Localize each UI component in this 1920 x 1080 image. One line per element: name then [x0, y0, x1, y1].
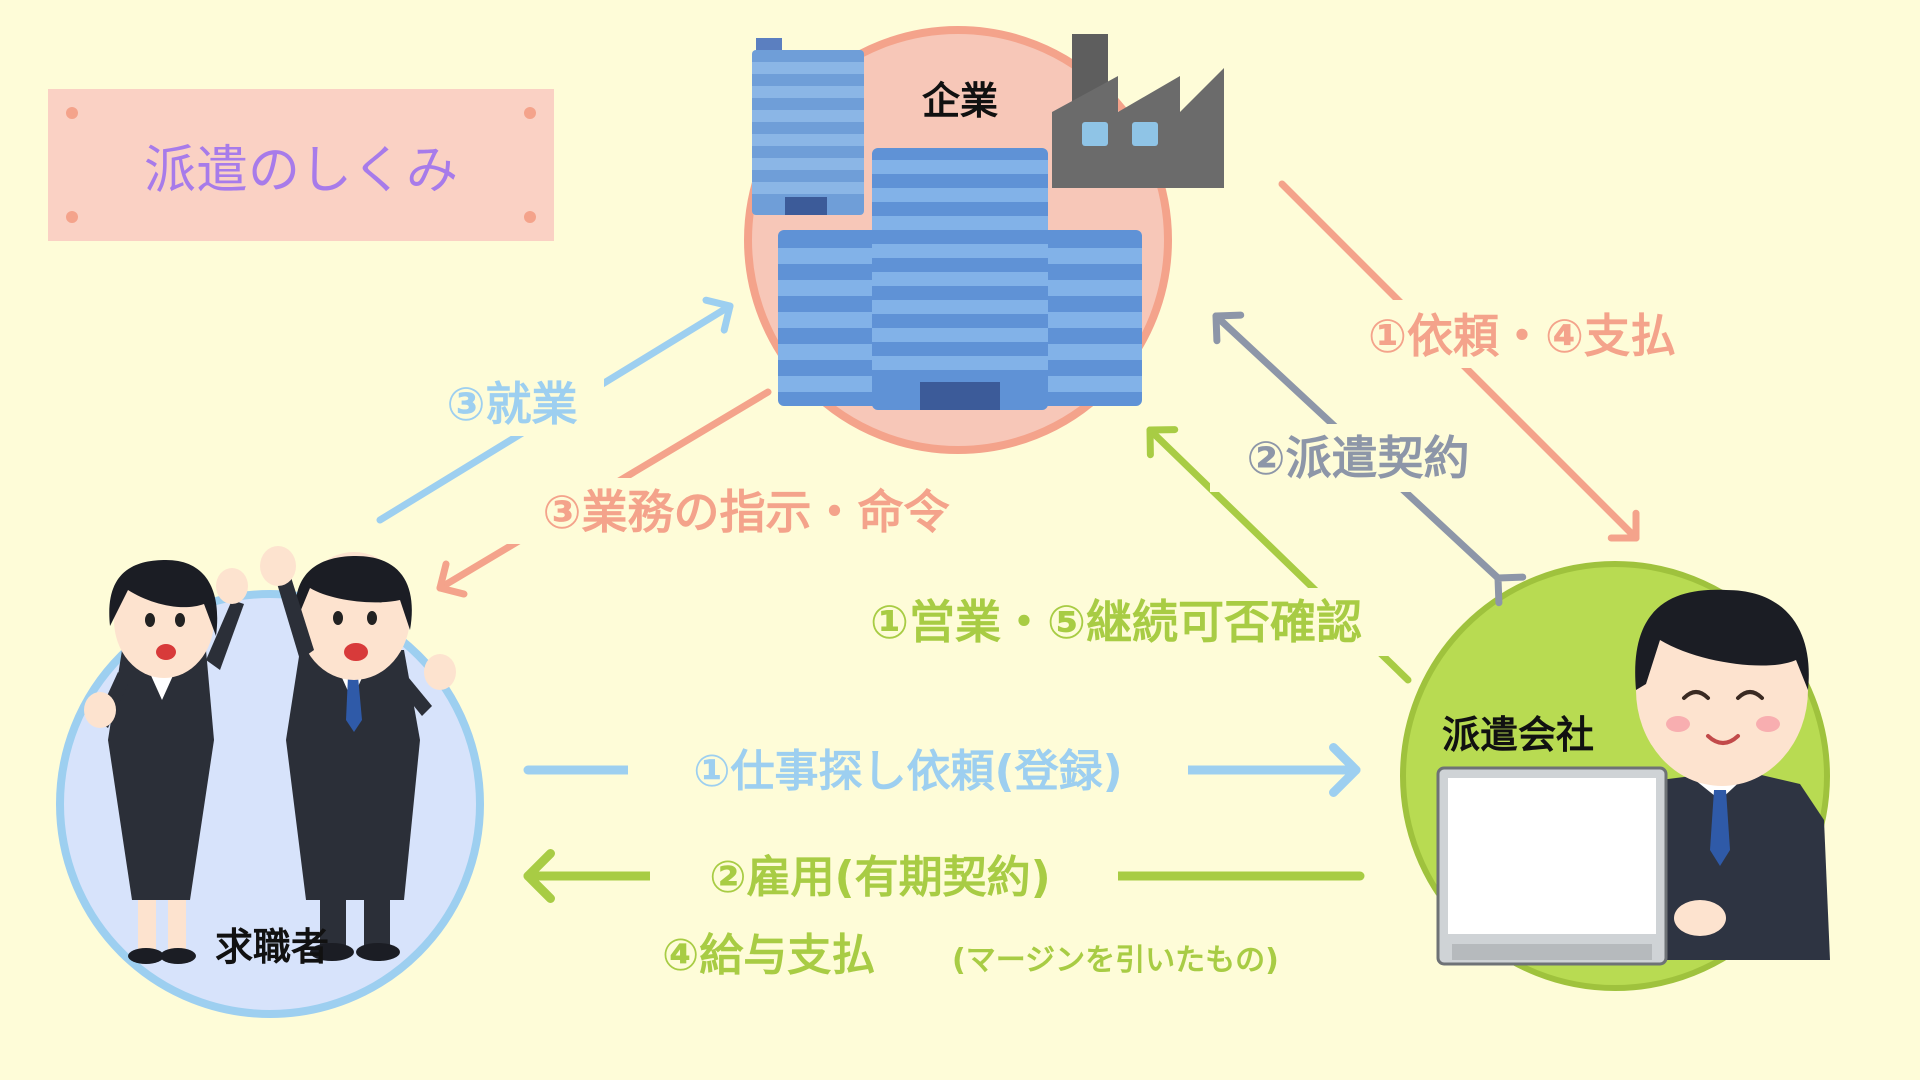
salary-note: (マージンを引いたもの): [952, 943, 1279, 978]
dispatch-contract-label: ②派遣契約: [1247, 431, 1470, 485]
hire-label: ②雇用(有期契約): [709, 852, 1050, 903]
request-payment-label: ①依頼・④支払: [1368, 309, 1676, 363]
company-building-icon: [778, 148, 1142, 410]
instructions-label: ③業務の指示・命令: [543, 485, 951, 539]
dispatch-agency-node: 派遣会社: [1400, 561, 1830, 991]
agency-staff-icon: [1635, 589, 1830, 960]
diagram-title: 派遣のしくみ: [143, 140, 459, 201]
salary-label: ④給与支払: [662, 930, 875, 981]
corner-dot: [66, 107, 78, 119]
company-label: 企業: [922, 79, 998, 123]
sales-check-label: ①営業・⑤継続可否確認: [870, 595, 1362, 649]
job-search-request-label: ①仕事探し依頼(登録): [693, 746, 1122, 797]
title-card: 派遣のしくみ: [48, 89, 554, 241]
job-seeker-woman-icon: [84, 560, 248, 964]
corner-dot: [524, 211, 536, 223]
job-seeker-man-icon: [260, 546, 456, 961]
employment-label: ③就業: [447, 377, 578, 431]
job-seeker-label: 求職者: [215, 925, 329, 969]
corner-dot: [66, 211, 78, 223]
job-seeker-node: 求職者: [56, 546, 484, 1018]
office-tower-icon: [752, 38, 864, 215]
dispatch-agency-label: 派遣会社: [1442, 713, 1594, 757]
monitor-icon: [1436, 766, 1668, 966]
corner-dot: [524, 107, 536, 119]
factory-icon: [1052, 34, 1224, 188]
company-node: 企業: [744, 26, 1224, 454]
